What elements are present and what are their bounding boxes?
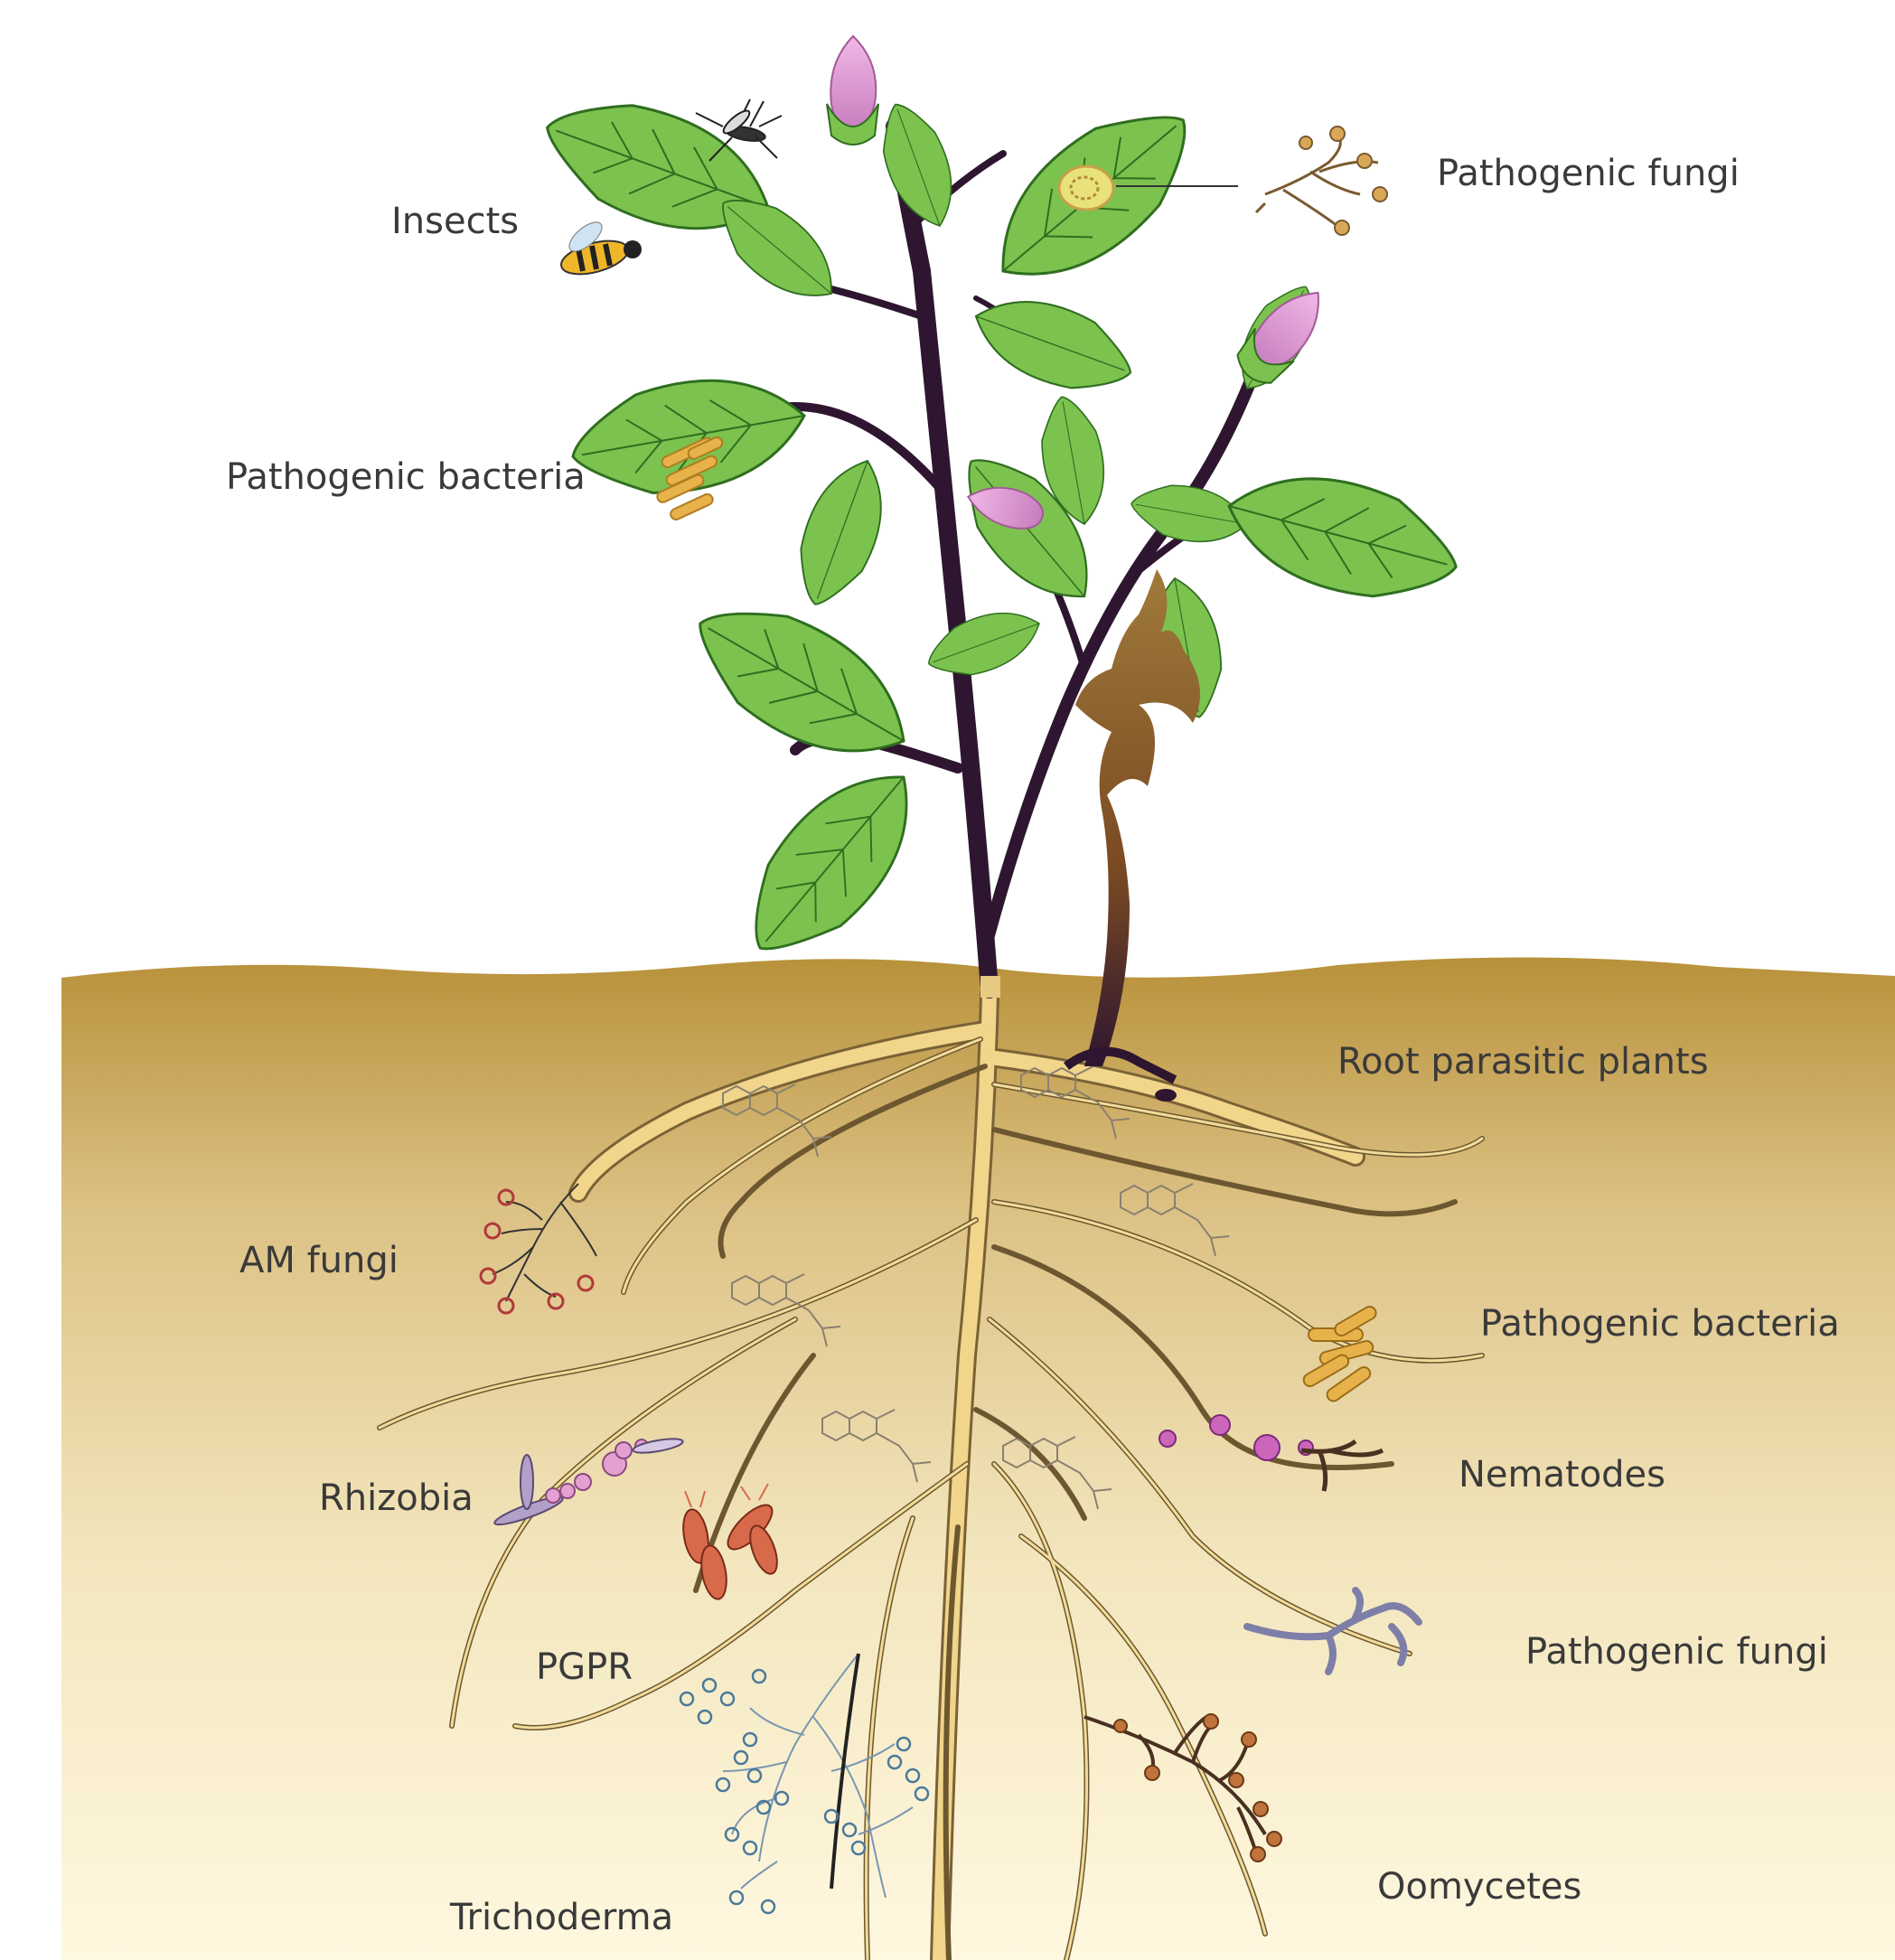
label-pathogenic-bacteria-top: Pathogenic bacteria <box>226 459 586 495</box>
stem-base <box>980 976 1000 998</box>
flower <box>827 36 878 145</box>
label-pathogenic-fungi-root: Pathogenic fungi <box>1525 1634 1828 1670</box>
leaf <box>920 598 1048 689</box>
label-oomycetes: Oomycetes <box>1377 1869 1581 1905</box>
leaf <box>868 94 967 236</box>
leaves <box>529 77 1469 980</box>
label-insects: Insects <box>391 203 519 239</box>
label-am-fungi: AM fungi <box>239 1243 399 1279</box>
leaf <box>673 577 930 788</box>
leaf-fungal-lesion <box>1059 166 1113 210</box>
label-nematodes: Nematodes <box>1459 1457 1665 1493</box>
bee-icon <box>558 217 642 280</box>
leaf <box>1215 455 1470 619</box>
label-rhizobia: Rhizobia <box>319 1480 474 1516</box>
leaf <box>783 449 900 616</box>
label-root-parasitic-plants: Root parasitic plants <box>1337 1044 1709 1080</box>
label-pgpr: PGPR <box>536 1649 633 1685</box>
pathogenic-fungi-icon <box>1256 127 1387 235</box>
label-pathogenic-bacteria-root: Pathogenic bacteria <box>1480 1306 1840 1342</box>
leaf <box>963 281 1143 408</box>
leaf <box>721 745 943 981</box>
label-pathogenic-fungi-top: Pathogenic fungi <box>1437 155 1740 192</box>
label-trichoderma: Trichoderma <box>450 1899 673 1936</box>
